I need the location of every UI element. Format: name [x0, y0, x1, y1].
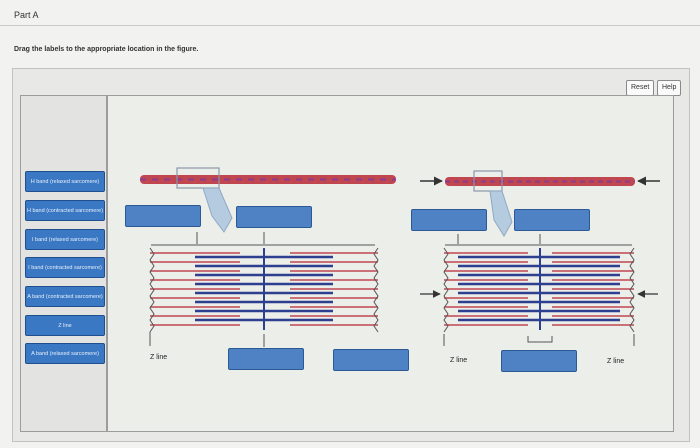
drop-target-5[interactable]: [228, 348, 304, 370]
drop-target-3[interactable]: [411, 209, 487, 231]
z-line-label: Z line: [150, 354, 168, 361]
drag-label-h-band-relaxed[interactable]: H band (relaxed sarcomere): [25, 171, 105, 192]
sarcomere-figure: [107, 95, 674, 432]
myofibril-contracted: [445, 170, 635, 192]
myofibril-relaxed: [140, 167, 396, 189]
z-line-label: Z line: [607, 358, 625, 365]
drag-label-a-band-relaxed[interactable]: A band (relaxed sarcomere): [25, 343, 105, 364]
drag-label-i-band-relaxed[interactable]: I band (relaxed sarcomere): [25, 229, 105, 250]
zoom-arrow-contracted: [489, 190, 513, 237]
drop-target-4[interactable]: [514, 209, 590, 231]
drop-target-7[interactable]: [501, 350, 577, 372]
drop-target-1[interactable]: [125, 205, 201, 227]
drag-label-z-line[interactable]: Z line: [25, 315, 105, 336]
z-line-label: Z line: [450, 357, 468, 364]
drop-target-2[interactable]: [236, 206, 312, 228]
sarcomere-relaxed: [149, 232, 379, 347]
instructions: Drag the labels to the appropriate locat…: [14, 46, 199, 53]
sarcomere-contracted: [443, 234, 635, 346]
drag-label-h-band-contracted[interactable]: H band (contracted sarcomere): [25, 200, 105, 221]
drag-label-a-band-contracted[interactable]: A band (contracted sarcomere): [25, 286, 105, 307]
zoom-arrow-relaxed: [202, 187, 233, 233]
divider: [0, 25, 700, 26]
drop-target-6[interactable]: [333, 349, 409, 371]
drag-label-i-band-contracted[interactable]: I band (contracted sarcomere): [25, 257, 105, 278]
part-title: Part A: [14, 10, 39, 20]
